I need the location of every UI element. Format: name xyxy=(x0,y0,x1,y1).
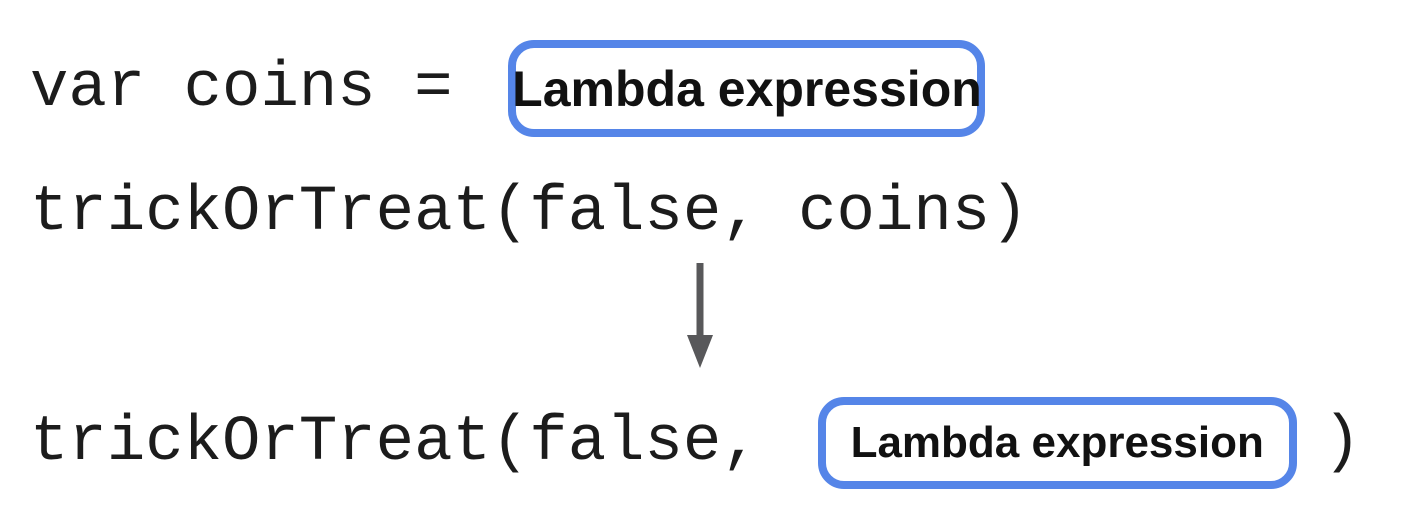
code-line-call-with-variable: trickOrTreat(false, coins) xyxy=(30,165,1029,261)
code-trickortreat-coins: trickOrTreat(false, coins) xyxy=(30,177,1029,249)
code-line-assignment: var coins = Lambda expression xyxy=(30,40,986,137)
down-arrow-icon xyxy=(687,263,713,368)
code-line-call-with-lambda: trickOrTreat(false, Lambda expression ) xyxy=(30,396,1361,490)
code-closing-paren: ) xyxy=(1322,407,1362,479)
lambda-expression-label-bottom: Lambda expression xyxy=(850,418,1264,467)
lambda-expression-box-top: Lambda expression xyxy=(508,40,986,137)
code-trickortreat-open: trickOrTreat(false, xyxy=(30,407,760,479)
lambda-expression-box-bottom: Lambda expression xyxy=(817,397,1297,489)
code-var-coins: var coins = xyxy=(30,52,453,125)
lambda-expression-label-top: Lambda expression xyxy=(512,60,982,117)
